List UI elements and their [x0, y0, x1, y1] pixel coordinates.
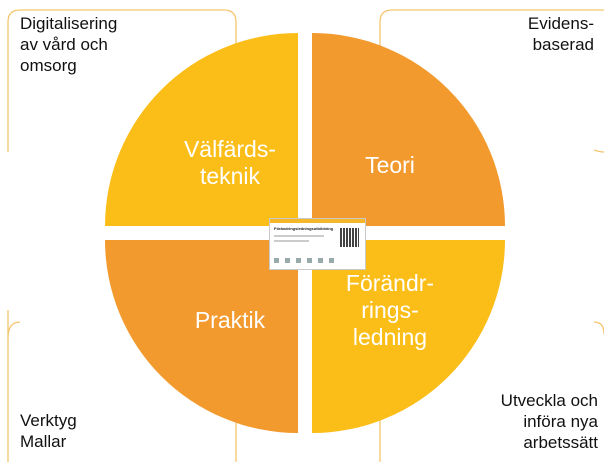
corner-box-top-left	[7, 9, 237, 152]
thumbnail-icon-row	[274, 258, 334, 263]
corner-text-bottom-left: Verktyg Mallar	[20, 411, 77, 451]
label-praktik: Praktik	[194, 307, 266, 333]
thumbnail-text-lines	[274, 235, 324, 245]
center-course-thumbnail: Förändringsledningsutbildning	[269, 218, 366, 270]
corner-box-top-right	[379, 9, 604, 153]
quadrant-bottom-left	[105, 240, 298, 433]
corner-text-top-right: Evidens- baserad	[527, 14, 594, 54]
label-valfardsteknik: Välfärds- teknik	[183, 136, 277, 189]
quadrant-top-left	[105, 33, 298, 226]
corner-text-bottom-right: Utveckla och införa nya arbetssätt	[500, 391, 598, 452]
label-teori: Teori	[365, 152, 415, 178]
quadrant-bottom-right	[312, 240, 505, 433]
corner-text-top-left: Digitalisering av vård och omsorg	[20, 14, 118, 75]
qr-code-icon	[340, 228, 359, 247]
thumbnail-title: Förändringsledningsutbildning	[274, 226, 334, 231]
quadrant-top-right	[312, 33, 505, 226]
thumbnail-header-bar	[270, 219, 365, 223]
corner-box-bottom-left	[7, 310, 237, 462]
label-forandringsledning: Förändr- rings- ledning	[345, 270, 435, 350]
